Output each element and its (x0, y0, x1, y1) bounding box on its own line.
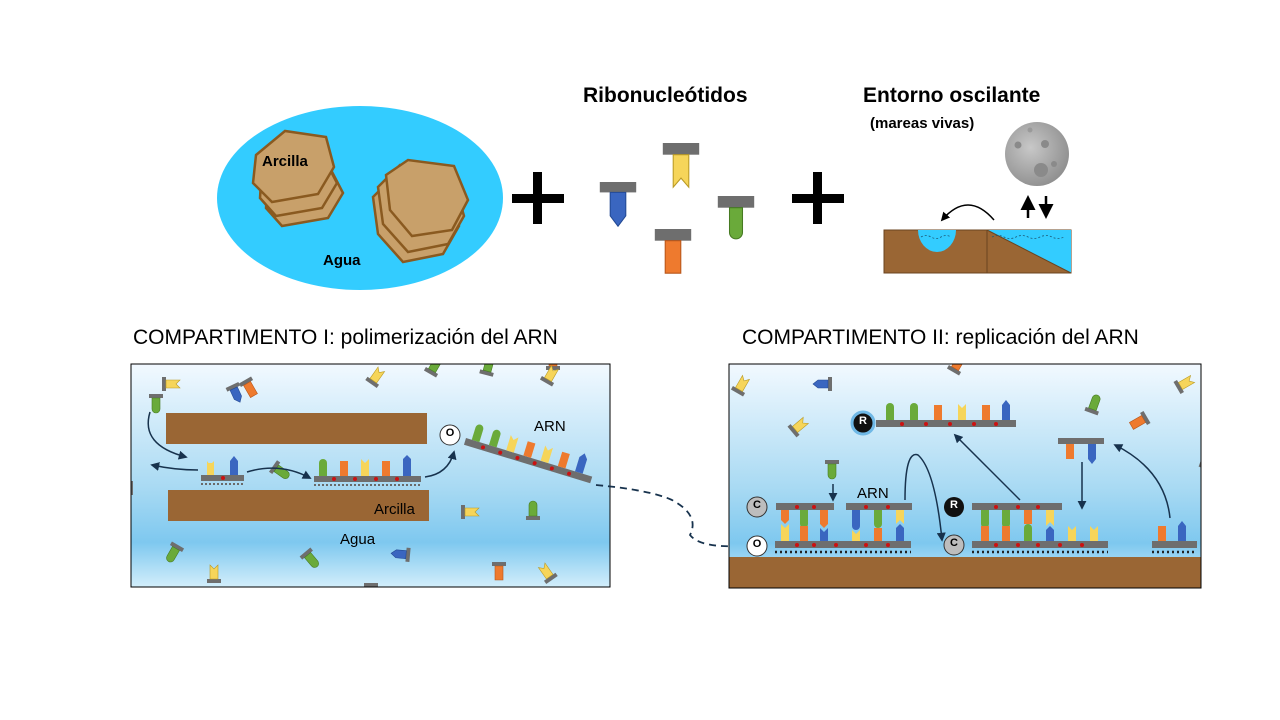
medium-polymer (314, 455, 421, 486)
compartment-1-title: COMPARTIMENTO I: polimerización del ARN (133, 326, 558, 349)
compartment-2-title: COMPARTIMENTO II: replicación del ARN (742, 326, 1139, 349)
clay-floor (729, 557, 1201, 588)
clay-slab-label: Arcilla (374, 501, 415, 518)
complement-marker: C (753, 499, 761, 511)
clay-stack-right (371, 158, 470, 264)
clay-label: Arcilla (262, 153, 308, 170)
short-polymer (201, 456, 244, 485)
duplex-left (775, 503, 912, 554)
moon-icon (1005, 122, 1069, 186)
compartment-1-panel (130, 363, 611, 588)
nucleotides-title: Ribonucleótidos (583, 84, 748, 107)
clay-slab-bottom (168, 490, 429, 521)
transfer-arrow (595, 484, 744, 552)
rna-label: ARN (534, 418, 566, 435)
origin-marker: O (752, 538, 762, 550)
replicate-marker: R (859, 415, 867, 427)
tide-environment-illustration (883, 122, 1072, 274)
environment-subtitle: (mareas vivas) (870, 115, 975, 132)
water-panel-label: Agua (340, 531, 376, 548)
duplex-right (972, 503, 1108, 554)
rna-label-c2: ARN (857, 485, 889, 502)
clay-slab-top (166, 413, 427, 444)
short-strand-floor (1152, 521, 1197, 554)
rna-strand-r1 (876, 400, 1016, 427)
rna-strand (463, 424, 593, 484)
plus-icon (512, 172, 564, 224)
origin-marker: O (445, 427, 455, 439)
clay-stack-left (251, 129, 345, 228)
water-label: Agua (323, 252, 361, 269)
water-clay-illustration (217, 106, 503, 290)
ribonucleotides-illustration (599, 143, 755, 274)
plus-icon (792, 172, 844, 224)
short-strand-right (1058, 438, 1104, 464)
environment-title: Entorno oscilante (863, 84, 1041, 107)
replicate-marker: R (950, 499, 958, 511)
compartment-2-panel (728, 363, 1202, 589)
complement-marker: C (950, 537, 958, 549)
